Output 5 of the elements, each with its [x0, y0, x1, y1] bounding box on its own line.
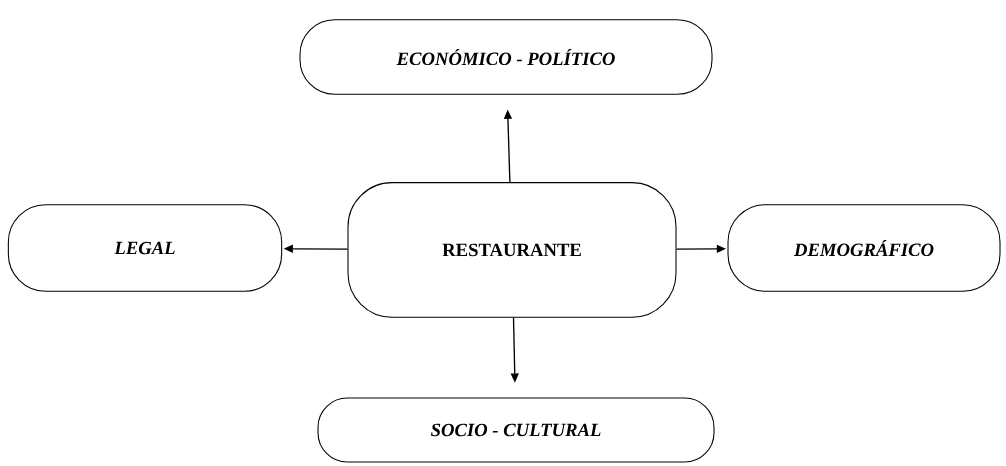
factor-box: SOCIO - CULTURAL: [317, 397, 715, 463]
factor-box: ECONÓMICO - POLÍTICO: [299, 19, 713, 95]
factor-box: DEMOGRÁFICO: [727, 204, 1001, 292]
factor-box: LEGAL: [7, 204, 283, 292]
center-box: RESTAURANTE: [347, 182, 677, 318]
